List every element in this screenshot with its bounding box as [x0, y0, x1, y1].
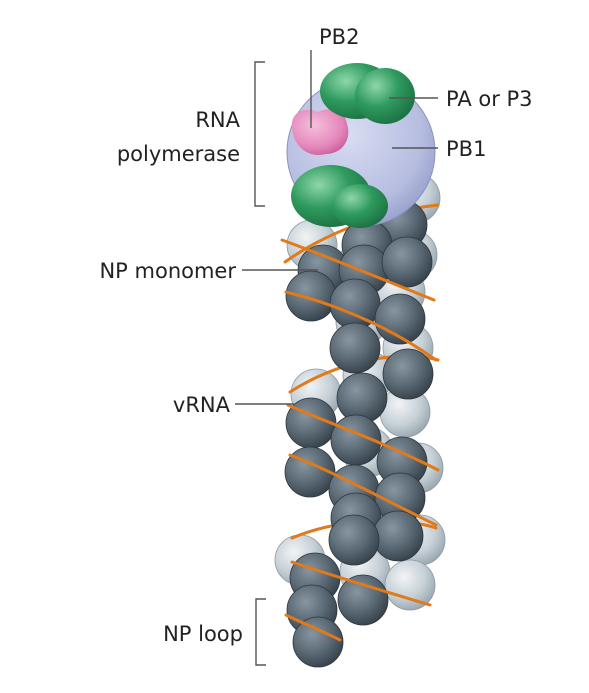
vrna-label: vRNA — [173, 393, 231, 417]
np-monomer-dark — [285, 270, 337, 322]
np-monomer-light — [384, 559, 436, 611]
labels: PB2 PA or P3 PB1 RNA polymerase NP monom… — [99, 25, 532, 646]
np-monomer-dark — [382, 348, 434, 400]
np-monomer-dark — [328, 514, 380, 566]
vrna-strand-front — [284, 613, 342, 642]
np-helix-stack — [274, 172, 446, 668]
np-monomer-dark — [337, 574, 389, 626]
rna-polymerase-complex — [286, 63, 436, 228]
rna-polymerase-label-line2: polymerase — [117, 142, 240, 166]
np-monomer-dark — [372, 510, 424, 562]
pa-subunit-bottom — [332, 184, 388, 228]
vrna-strand-front — [286, 403, 440, 472]
np-monomer-label: NP monomer — [99, 259, 236, 283]
vrna-strand-front — [288, 453, 438, 527]
pb2-subunit — [291, 109, 349, 155]
np-monomer-dark — [329, 322, 381, 374]
pb2-label: PB2 — [319, 25, 359, 49]
vrna-strand-front — [284, 290, 438, 362]
leader-lines — [235, 50, 438, 666]
vrna-strand-front — [290, 560, 432, 607]
np-loop-bracket — [255, 598, 266, 666]
rna-polymerase-bracket — [254, 61, 265, 207]
rna-polymerase-label-line1: RNA — [195, 108, 240, 132]
pa-label: PA or P3 — [446, 87, 533, 111]
np-monomer-dark — [292, 616, 344, 668]
pb1-label: PB1 — [446, 137, 486, 161]
vrna-strand-front — [280, 238, 436, 302]
pa-subunit-top — [355, 68, 415, 124]
np-monomer-dark — [381, 236, 433, 288]
np-loop-label: NP loop — [163, 622, 243, 646]
